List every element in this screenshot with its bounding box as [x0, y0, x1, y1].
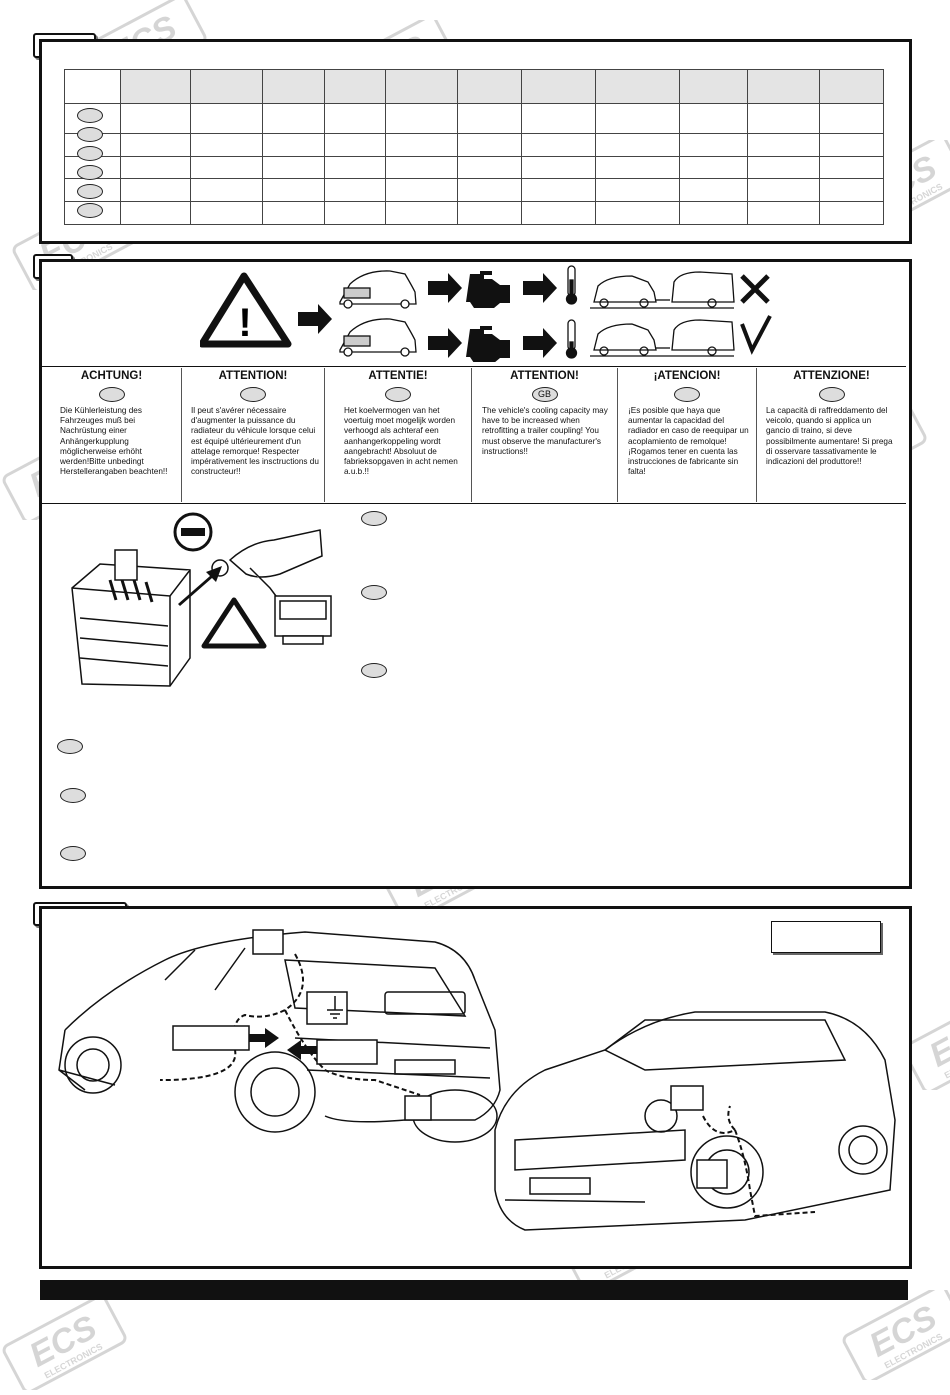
wiring-route: [160, 953, 421, 1096]
vehicle-data-table: [63, 68, 885, 225]
warning-title: ATTENTION!: [510, 370, 579, 382]
label-box: [404, 1095, 432, 1121]
language-oval: [385, 387, 411, 402]
svg-text:ELECTRONICS: ELECTRONICS: [883, 1331, 945, 1370]
table-row-oval: [77, 184, 103, 199]
arrow-icon: [249, 1028, 279, 1048]
svg-text:!: !: [238, 301, 251, 345]
table-row-oval: [77, 203, 103, 218]
divider: [42, 503, 906, 504]
label-box: [252, 929, 284, 955]
step-oval: [57, 739, 83, 754]
warning-triangle-icon: !: [200, 272, 292, 348]
language-oval: [240, 387, 266, 402]
warning-text: Het koelvermogen van het voertuig moet m…: [344, 406, 458, 477]
vehicle-wiring-diagram: [58, 929, 896, 1231]
warning-title: ¡ATENCION!: [653, 370, 721, 382]
arrow-icon: [178, 566, 222, 606]
ground-symbol-icon: [327, 996, 343, 1019]
rear-car-outline: [58, 931, 501, 1143]
warning-text: La capacità di raffreddamento del veicol…: [766, 406, 893, 467]
wiring-route: [702, 1105, 816, 1218]
arrow-icon: [428, 273, 462, 303]
car-with-caravan-icon: [590, 271, 735, 309]
warning-nl: ATTENTIE! Het koelvermogen van het voert…: [325, 368, 472, 502]
warning-gb: ATTENTION! GB The vehicle's cooling capa…: [472, 368, 618, 502]
cooling-warning-diagram: !: [200, 265, 772, 362]
label-box: [696, 1159, 728, 1189]
section-3-frame: [39, 906, 912, 1269]
battery-disconnect-illustration: [71, 512, 332, 687]
language-oval: [818, 387, 845, 402]
warning-text: ¡Es posible que haya que aumentar la cap…: [628, 406, 749, 477]
warning-title: ATTENTION!: [218, 370, 288, 382]
thermometer-icon: [565, 265, 578, 305]
warning-triangle-icon: [201, 597, 267, 649]
warning-text: Die Kühlerleistung des Fahrzeuges muß be…: [60, 406, 168, 477]
language-oval: [98, 387, 125, 402]
warning-title: ACHTUNG!: [80, 370, 143, 382]
engine-check-icon: [466, 271, 510, 308]
label-box: [316, 1039, 378, 1065]
minus-icon: [173, 512, 213, 552]
battery-icon: [71, 549, 191, 687]
table-row-oval: [77, 127, 103, 142]
warning-text: The vehicle's cooling capacity may have …: [482, 406, 608, 456]
divider: [42, 366, 906, 367]
label-box: [670, 1085, 704, 1111]
arrow-icon: [523, 273, 557, 303]
section-1-frame: [39, 39, 912, 244]
warning-title: ATTENZIONE!: [793, 370, 870, 382]
language-oval-gb: GB: [531, 387, 558, 402]
svg-text:ELECTRONICS: ELECTRONICS: [43, 1341, 105, 1380]
step-oval: [361, 511, 387, 526]
x-mark-icon: [740, 274, 770, 304]
svg-text:ECS: ECS: [923, 1008, 950, 1075]
step-oval: [60, 846, 86, 861]
footer-bar: [40, 1280, 908, 1300]
radio-display-icon: [274, 595, 332, 645]
language-oval: [674, 387, 700, 402]
warning-text: Il peut s'avérer nécessaire d'augmenter …: [191, 406, 319, 477]
warning-de: ACHTUNG! Die Kühlerleistung des Fahrzeug…: [42, 368, 182, 502]
arrow-icon: [523, 328, 557, 358]
car-front-icon: [339, 270, 417, 309]
step-oval: [361, 663, 387, 678]
label-box: [771, 921, 881, 953]
check-mark-icon: [740, 315, 772, 355]
table-row-oval: [77, 165, 103, 180]
table-row-oval: [77, 108, 103, 123]
warning-it: ATTENZIONE! La capacità di raffreddament…: [757, 368, 906, 502]
table-row-oval: [77, 146, 103, 161]
arrow-icon: [287, 1040, 317, 1060]
arrow-icon: [428, 328, 462, 358]
svg-text:ELECTRONICS: ELECTRONICS: [943, 1041, 950, 1080]
step-oval: [361, 585, 387, 600]
front-car-outline: [494, 1011, 896, 1231]
label-box: [172, 1025, 250, 1051]
step-oval: [60, 788, 86, 803]
car-with-caravan-icon: [590, 319, 735, 357]
engine-check-icon: [466, 326, 510, 362]
arrow-icon: [298, 304, 332, 334]
warning-es: ¡ATENCION! ¡Es posible que haya que aume…: [618, 368, 757, 502]
thermometer-icon: [565, 319, 578, 359]
svg-text:ECS: ECS: [23, 1308, 103, 1375]
svg-text:ECS: ECS: [863, 1298, 943, 1365]
label-box: [306, 991, 348, 1025]
warning-fr: ATTENTION! Il peut s'avérer nécessaire d…: [182, 368, 325, 502]
warning-title: ATTENTIE!: [368, 370, 428, 382]
car-front-icon: [339, 318, 417, 357]
